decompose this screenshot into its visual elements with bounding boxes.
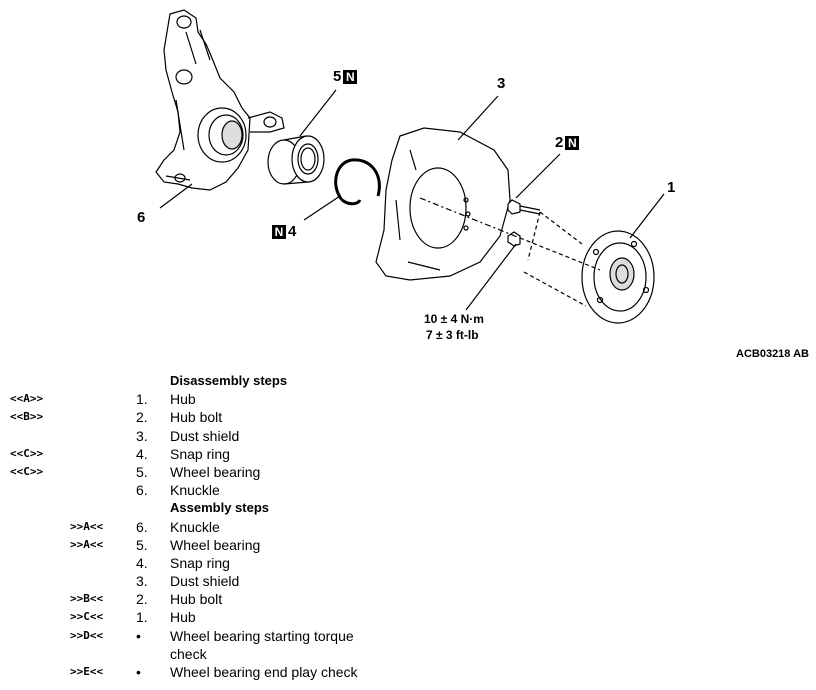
step-row: 4.Snap ring [136, 554, 230, 571]
step-row: >>A<<6.Knuckle [70, 518, 220, 535]
step-row: 3.Dust shield [136, 573, 240, 590]
step-row: <<C>>5.Wheel bearing [10, 463, 261, 480]
step-row: >>D<<•Wheel bearing starting torque [70, 627, 354, 644]
torque-spec: 10 ± 4 N·m 7 ± 3 ft-lb [424, 311, 484, 343]
dust-shield-part [375, 127, 511, 281]
step-row-continuation: check [170, 645, 207, 662]
new-part-badge: N [565, 136, 580, 150]
bullet-icon: • [136, 627, 141, 644]
step-row: <<B>>2.Hub bolt [10, 409, 223, 426]
step-row: 6.Knuckle [136, 482, 220, 499]
callout-6: 6 [137, 209, 146, 226]
torque-imperial: 7 ± 3 ft-lb [426, 328, 479, 342]
assembly-heading: Assembly steps [170, 500, 269, 516]
step-row: 3.Dust shield [136, 427, 240, 444]
callout-3: 3 [497, 75, 506, 92]
exploded-view-drawing [155, 9, 665, 324]
hub-part [581, 230, 655, 324]
torque-metric: 10 ± 4 N·m [424, 312, 484, 326]
knuckle-part [155, 9, 285, 191]
step-row: >>A<<5.Wheel bearing [70, 536, 261, 553]
hub-bolt-part [507, 199, 541, 247]
disassembly-heading: Disassembly steps [170, 373, 288, 388]
procedure-steps: Disassembly steps <<A>>1.Hub <<B>>2.Hub … [0, 372, 816, 681]
snap-ring-part [334, 158, 381, 206]
step-row: >>C<<1.Hub [70, 609, 196, 626]
step-row: >>B<<2.Hub bolt [70, 591, 223, 608]
step-row: >>E<<•Wheel bearing end play check [70, 664, 358, 680]
callout-1: 1 [667, 179, 676, 196]
new-part-badge: N [272, 225, 286, 239]
step-row: <<A>>1.Hub [10, 391, 196, 408]
wheel-bearing-part [267, 135, 325, 185]
new-part-badge: N [343, 70, 358, 84]
figure-code: ACB03218 AB [736, 348, 809, 360]
step-row: <<C>>4.Snap ring [10, 445, 230, 462]
bullet-icon: • [136, 664, 141, 680]
